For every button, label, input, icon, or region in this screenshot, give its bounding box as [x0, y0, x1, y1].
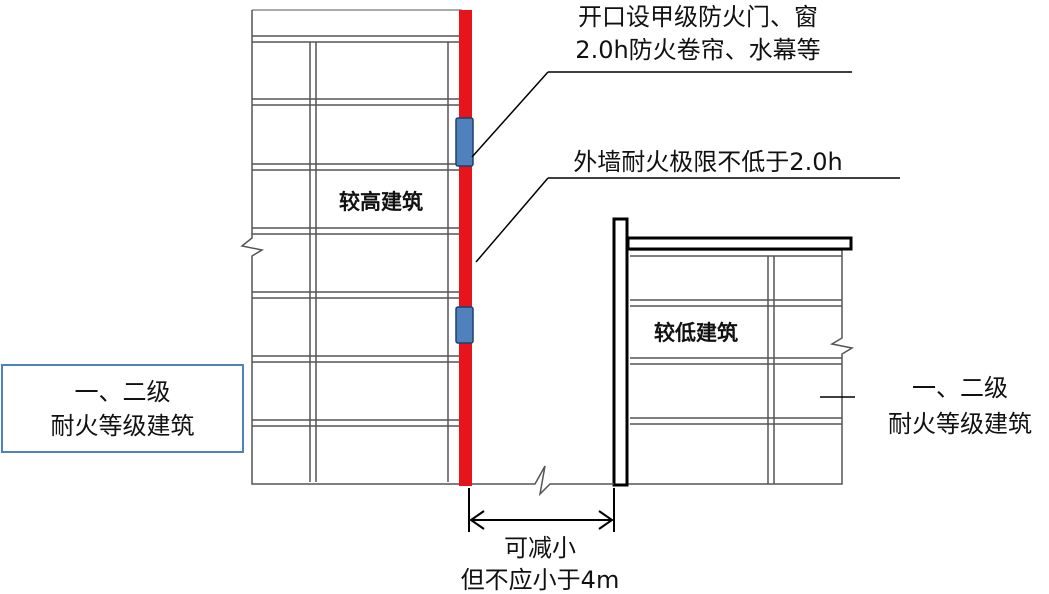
right-grade-line2: 耐火等级建筑 [888, 410, 1032, 438]
gap-label-line2: 但不应小于4m [461, 566, 620, 594]
fire-wall [459, 10, 472, 486]
lower-building-label: 较低建筑 [654, 321, 738, 345]
left-grade-line2: 耐火等级建筑 [50, 411, 195, 440]
taller-building: 较高建筑 [240, 9, 462, 485]
fire-door-opening-upper [455, 117, 474, 167]
wall-rating-note: 外墙耐火极限不低于2.0h [573, 148, 842, 176]
lower-building-grid [630, 249, 842, 484]
fire-door-opening-lower [455, 306, 474, 344]
wall-rating-leader [475, 177, 900, 263]
opening-note-line1: 开口设甲级防火门、窗 [578, 3, 818, 31]
lower-building: 较低建筑 [612, 217, 855, 487]
opening-note-line2: 2.0h防火卷帘、水幕等 [575, 36, 820, 64]
left-grade-line1: 一、二级 [74, 377, 171, 406]
taller-building-label: 较高建筑 [339, 190, 423, 214]
gap-dimension [468, 488, 615, 532]
taller-building-grid [252, 35, 462, 482]
ground-break-line [472, 465, 614, 497]
left-grade-box: 一、二级 耐火等级建筑 [1, 364, 244, 453]
right-grade-line1: 一、二级 [912, 374, 1008, 402]
gap-label-line1: 可减小 [504, 534, 576, 562]
opening-leader [471, 71, 852, 158]
